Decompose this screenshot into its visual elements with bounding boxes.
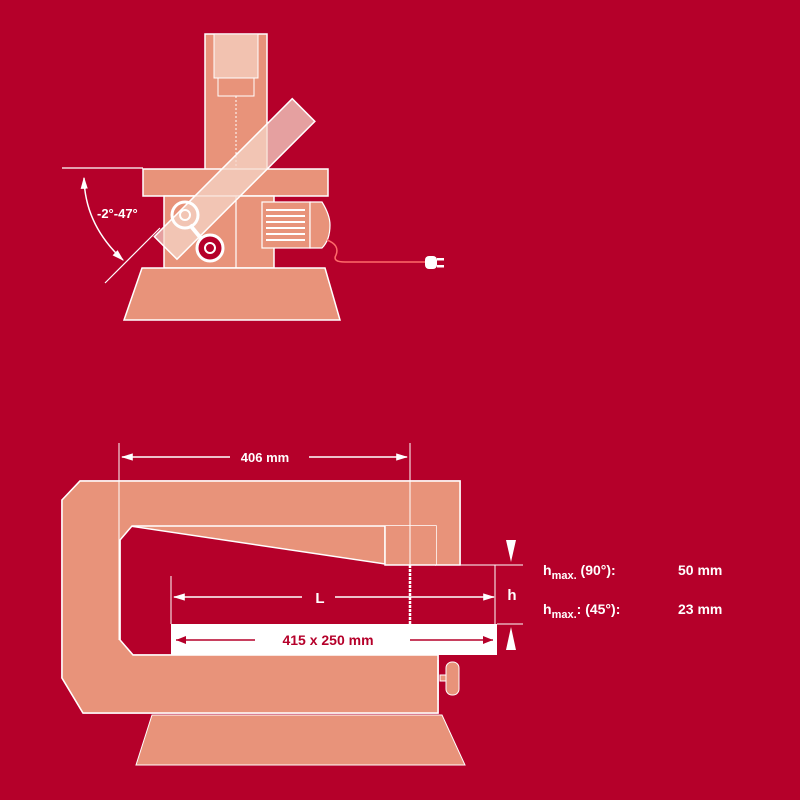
height-label: h [507, 587, 516, 604]
throat-depth-label: 406 mm [241, 450, 289, 465]
tilted-table [153, 97, 316, 261]
spec-value-90: 50 mm [678, 562, 722, 578]
side-view-diagram: 415 x 250 mm 406 mm L h [61, 443, 523, 766]
tilt-angle-arc [80, 176, 124, 261]
table-size-label: 415 x 250 mm [282, 632, 373, 648]
front-view-diagram: -2°-47° [62, 33, 444, 321]
spec-label-45: hmax.: (45°): [543, 601, 620, 621]
length-label: L [315, 590, 324, 607]
tilt-knob-lower [195, 233, 225, 263]
spec-label-90: hmax. (90°): [543, 562, 616, 582]
power-cord [326, 239, 425, 263]
tilt-angle-label: -2°-47° [97, 206, 138, 221]
plug-icon [425, 256, 444, 269]
motor [261, 201, 311, 249]
spec-value-45: 23 mm [678, 601, 722, 617]
base [122, 267, 341, 321]
motor-cap [309, 201, 331, 249]
h-bottom-arrow [506, 627, 516, 650]
blade-holder [213, 33, 259, 79]
blade-clamp [217, 77, 255, 97]
specs-list: hmax. (90°): 50 mm hmax.: (45°): 23 mm [543, 562, 722, 621]
tilt-knob-upper [170, 200, 200, 230]
h-top-arrow [506, 540, 516, 562]
tension-knob [445, 661, 460, 696]
side-base [135, 714, 466, 766]
